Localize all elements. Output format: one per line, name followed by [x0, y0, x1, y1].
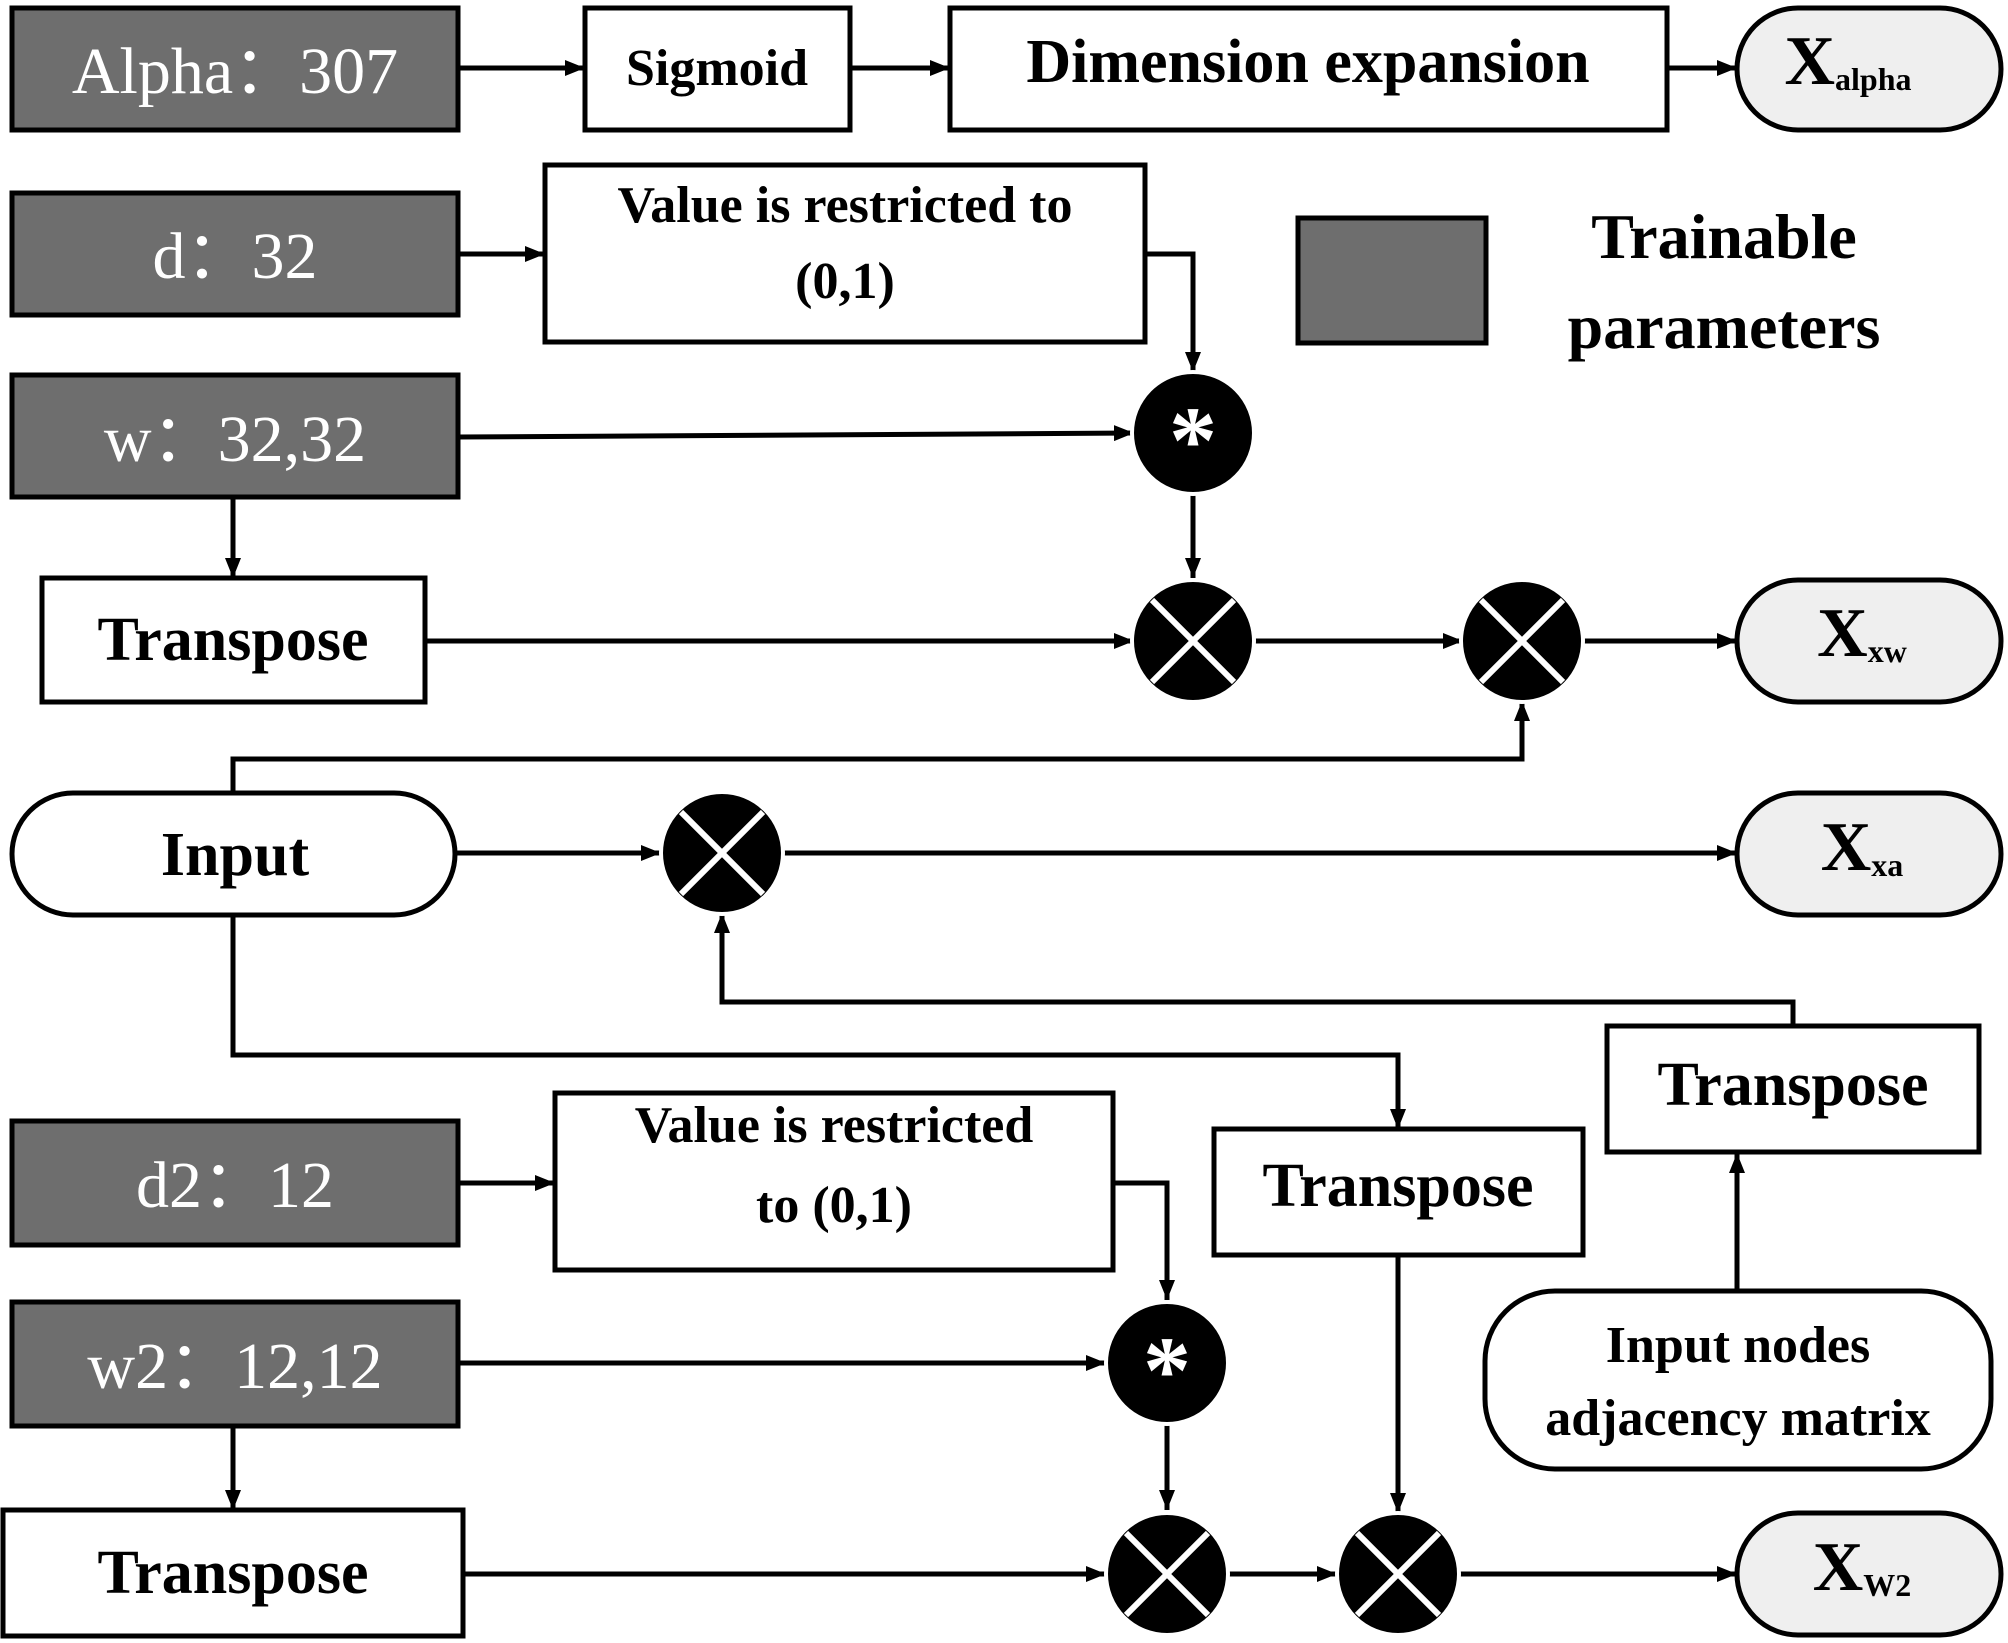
- svg-text:Xxa: Xxa: [1821, 809, 1904, 886]
- transpose-w-label: Transpose: [97, 606, 368, 674]
- sigmoid-box: Sigmoid: [582, 5, 853, 133]
- svg-text:Xalpha: Xalpha: [1784, 23, 1911, 100]
- output-x-xa: Xxa: [1734, 790, 2004, 918]
- transpose-w2-label: Transpose: [97, 1539, 368, 1607]
- legend-swatch: [1295, 215, 1489, 346]
- restrict-d2-line2: to (0,1): [756, 1177, 912, 1234]
- svg-text:XW2: XW2: [1813, 1529, 1912, 1606]
- dimension-expansion-label: Dimension expansion: [1026, 28, 1589, 96]
- param-d-label: d：32: [153, 220, 318, 293]
- restrict-d2-line1: Value is restricted: [635, 1097, 1034, 1154]
- param-w: w：32,32: [9, 372, 461, 500]
- restrict-d-box: Value is restricted to (0,1): [542, 162, 1148, 345]
- dimension-expansion-box: Dimension expansion: [947, 5, 1670, 133]
- param-alpha-label: Alpha：307: [72, 35, 398, 108]
- param-d2-label: d2：12: [136, 1149, 334, 1222]
- adjacency-line2: adjacency matrix: [1545, 1390, 1931, 1447]
- restrict-d2-box: Value is restricted to (0,1): [552, 1090, 1116, 1273]
- transpose-input-box: Transpose: [1211, 1126, 1586, 1258]
- param-w-label: w：32,32: [104, 403, 366, 476]
- adjacency-matrix-node: Input nodes adjacency matrix: [1482, 1288, 1994, 1472]
- connections: [225, 60, 1796, 1582]
- input-node: Input: [9, 790, 458, 918]
- param-w2-label: w2：12,12: [87, 1330, 382, 1403]
- transpose-input-label: Transpose: [1262, 1152, 1533, 1220]
- restrict-d-line2: (0,1): [795, 253, 895, 310]
- transpose-adjacency-box: Transpose: [1604, 1023, 1982, 1155]
- legend-line2: parameters: [1568, 291, 1881, 362]
- param-d: d：32: [9, 190, 461, 318]
- multiply-op-1: [1130, 578, 1256, 704]
- output-x-w2-sub: W2: [1863, 1567, 1911, 1603]
- adjacency-line1: Input nodes: [1606, 1317, 1870, 1374]
- output-x-w2: XW2: [1734, 1510, 2004, 1638]
- param-d2: d2：12: [9, 1118, 461, 1248]
- multiply-op-3: [659, 790, 785, 916]
- output-x-alpha-sub: alpha: [1835, 61, 1911, 97]
- param-alpha: Alpha：307: [9, 5, 461, 133]
- param-w2: w2：12,12: [9, 1299, 461, 1429]
- output-x-xw: Xxw: [1734, 577, 2004, 705]
- output-x-xa-sub: xa: [1871, 847, 1903, 883]
- transpose-w2-box: Transpose: [0, 1507, 466, 1639]
- elementwise-op-1-symbol: *: [1169, 387, 1217, 494]
- elementwise-op-2-symbol: *: [1143, 1317, 1191, 1424]
- output-x-xw-sub: xw: [1868, 633, 1907, 669]
- input-label: Input: [161, 821, 310, 889]
- multiply-op-4: [1104, 1511, 1230, 1637]
- svg-text:Xxw: Xxw: [1817, 595, 1907, 672]
- multiply-op-2: [1459, 578, 1585, 704]
- legend: Trainable parameters: [1295, 201, 1881, 362]
- output-x-xw-main: X: [1817, 595, 1868, 672]
- output-x-alpha: Xalpha: [1734, 5, 2004, 133]
- transpose-adjacency-label: Transpose: [1657, 1051, 1928, 1119]
- elementwise-op-1: *: [1130, 370, 1256, 496]
- multiply-op-5: [1335, 1511, 1461, 1637]
- output-x-alpha-main: X: [1784, 23, 1835, 100]
- output-x-w2-main: X: [1813, 1529, 1864, 1606]
- transpose-w-box: Transpose: [39, 575, 428, 705]
- sigmoid-label: Sigmoid: [626, 40, 808, 97]
- legend-line1: Trainable: [1591, 201, 1857, 272]
- elementwise-op-2: *: [1104, 1300, 1230, 1426]
- restrict-d-line1: Value is restricted to: [618, 177, 1073, 234]
- output-x-xa-main: X: [1821, 809, 1872, 886]
